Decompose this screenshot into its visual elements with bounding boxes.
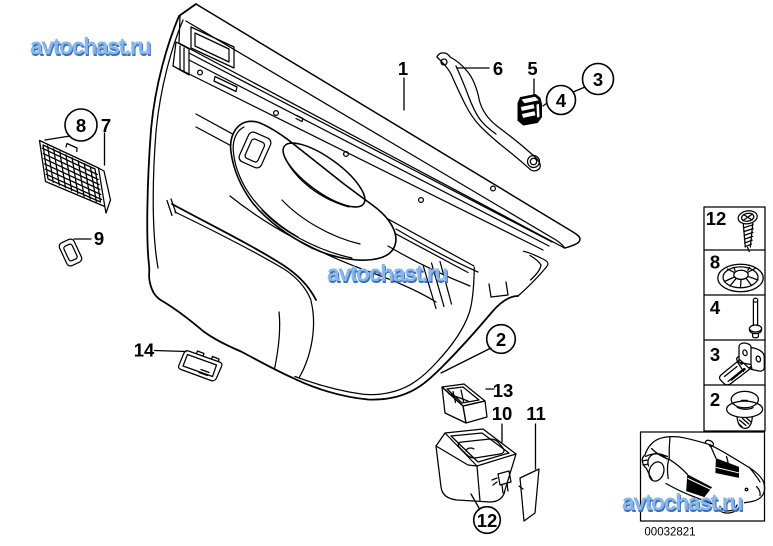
svg-text:8: 8 (76, 115, 86, 136)
svg-text:2: 2 (496, 329, 506, 350)
svg-text:3: 3 (710, 344, 720, 365)
svg-text:2: 2 (710, 389, 720, 410)
svg-text:1: 1 (398, 58, 408, 79)
svg-text:4: 4 (710, 297, 721, 318)
svg-text:4: 4 (556, 90, 567, 111)
svg-text:5: 5 (527, 58, 537, 79)
svg-text:14: 14 (134, 340, 155, 361)
svg-text:6: 6 (493, 58, 503, 79)
svg-text:8: 8 (710, 252, 720, 273)
svg-text:7: 7 (101, 115, 111, 136)
svg-text:00032821: 00032821 (644, 527, 695, 539)
svg-text:12: 12 (477, 510, 498, 531)
svg-text:9: 9 (94, 228, 104, 249)
svg-text:12: 12 (706, 208, 727, 229)
svg-text:11: 11 (526, 403, 546, 424)
svg-text:3: 3 (593, 69, 603, 90)
svg-text:10: 10 (492, 403, 513, 424)
svg-text:13: 13 (493, 380, 514, 401)
